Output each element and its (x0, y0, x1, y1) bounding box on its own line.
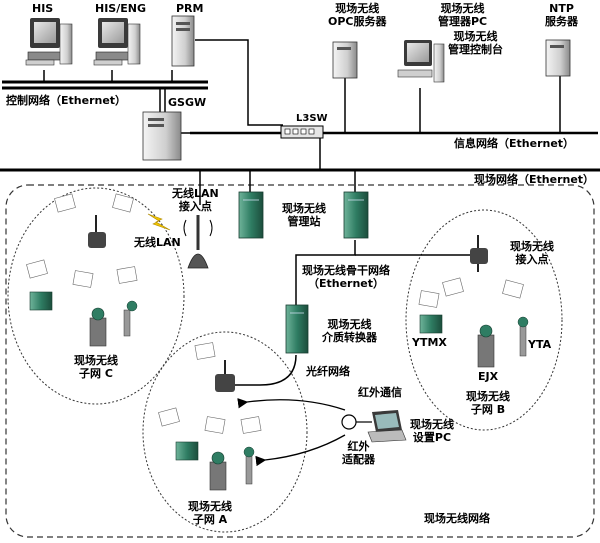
media-converter-icon (285, 304, 309, 354)
control-network-bus (2, 80, 208, 90)
info-drops (319, 75, 561, 170)
field-wireless-network-label: 现场无线网络 (424, 512, 490, 525)
subnet-b-ellipse (405, 209, 563, 431)
backbone-label: 现场无线骨干网络 （Ethernet） (302, 264, 390, 290)
wlan-ap-label: 无线LAN 接入点 (172, 187, 219, 213)
infrared-label: 红外通信 (358, 386, 402, 399)
fiber-label: 光纤网络 (306, 365, 350, 378)
gsgw-label: GSGW (168, 96, 207, 109)
subnet-a-transmitters (175, 441, 255, 491)
his-workstation-icon (25, 18, 73, 66)
setup-pc-label: 现场无线 设置PC (410, 418, 454, 444)
l3sw-switch (280, 125, 324, 139)
field-wireless-area (5, 184, 595, 538)
subnet-c-ellipse (7, 187, 185, 405)
backbone-cable (295, 240, 356, 305)
setup-pc-laptop-icon (367, 410, 407, 443)
wireless-access-point-icon (470, 235, 488, 272)
his-label: HIS (32, 2, 54, 15)
subnet-c-label: 现场无线 子网 C (74, 354, 118, 380)
field-network-label: 现场网络（Ethernet） (474, 173, 595, 186)
wlan-antenna-icon (183, 215, 213, 269)
ir-adapter-label: 红外 适配器 (342, 440, 375, 466)
ejx-label: EJX (478, 370, 499, 383)
control-drops (43, 70, 173, 112)
infrared-arc-upper (237, 398, 346, 411)
his-eng-label: HIS/ENG (95, 2, 146, 15)
manager-pc-label: 现场无线 管理器PC (438, 2, 488, 28)
signal-doc-icons (26, 193, 524, 434)
his-eng-workstation-icon (93, 18, 141, 66)
fiber-cable (235, 354, 297, 386)
subnet-a-access-point-icon (215, 360, 235, 392)
subnet-a-ellipse (142, 331, 308, 533)
wireless-ap-label: 现场无线 接入点 (510, 240, 554, 266)
ytmx-label: YTMX (412, 336, 447, 349)
field-drops (199, 170, 356, 205)
prm-cable (195, 39, 283, 126)
backbone-router-icon (343, 191, 369, 239)
opc-server-label: 现场无线 OPC服务器 (328, 2, 387, 28)
info-network-label: 信息网络（Ethernet） (454, 137, 575, 150)
prm-label: PRM (176, 2, 204, 15)
manager-pc-icon (397, 40, 445, 83)
ir-adapter-icon (341, 414, 357, 430)
opc-server-icon (332, 41, 358, 79)
manager-console-label: 现场无线 管理控制台 (448, 30, 503, 56)
yta-label: YTA (528, 338, 552, 351)
infrared-arc-lower (255, 434, 346, 467)
ntp-server-icon (545, 39, 571, 77)
subnet-b-transmitters (419, 314, 529, 368)
media-converter-label: 现场无线 介质转换器 (322, 318, 377, 344)
subnet-a-label: 现场无线 子网 A (188, 500, 232, 526)
prm-server-icon (171, 15, 195, 67)
subnet-c-transmitters (29, 291, 138, 347)
subnet-c-access-point-icon (88, 215, 106, 248)
ntp-server-label: NTP 服务器 (545, 2, 578, 28)
management-station-icon (238, 191, 264, 239)
gsgw-server-icon (142, 111, 182, 161)
control-network-label: 控制网络（Ethernet） (6, 94, 127, 107)
wlan-label: 无线LAN (134, 236, 181, 249)
lightning-icon (147, 213, 171, 231)
management-station-label: 现场无线 管理站 (282, 202, 326, 228)
l3sw-label: L3SW (296, 113, 328, 124)
subnet-b-label: 现场无线 子网 B (466, 390, 510, 416)
